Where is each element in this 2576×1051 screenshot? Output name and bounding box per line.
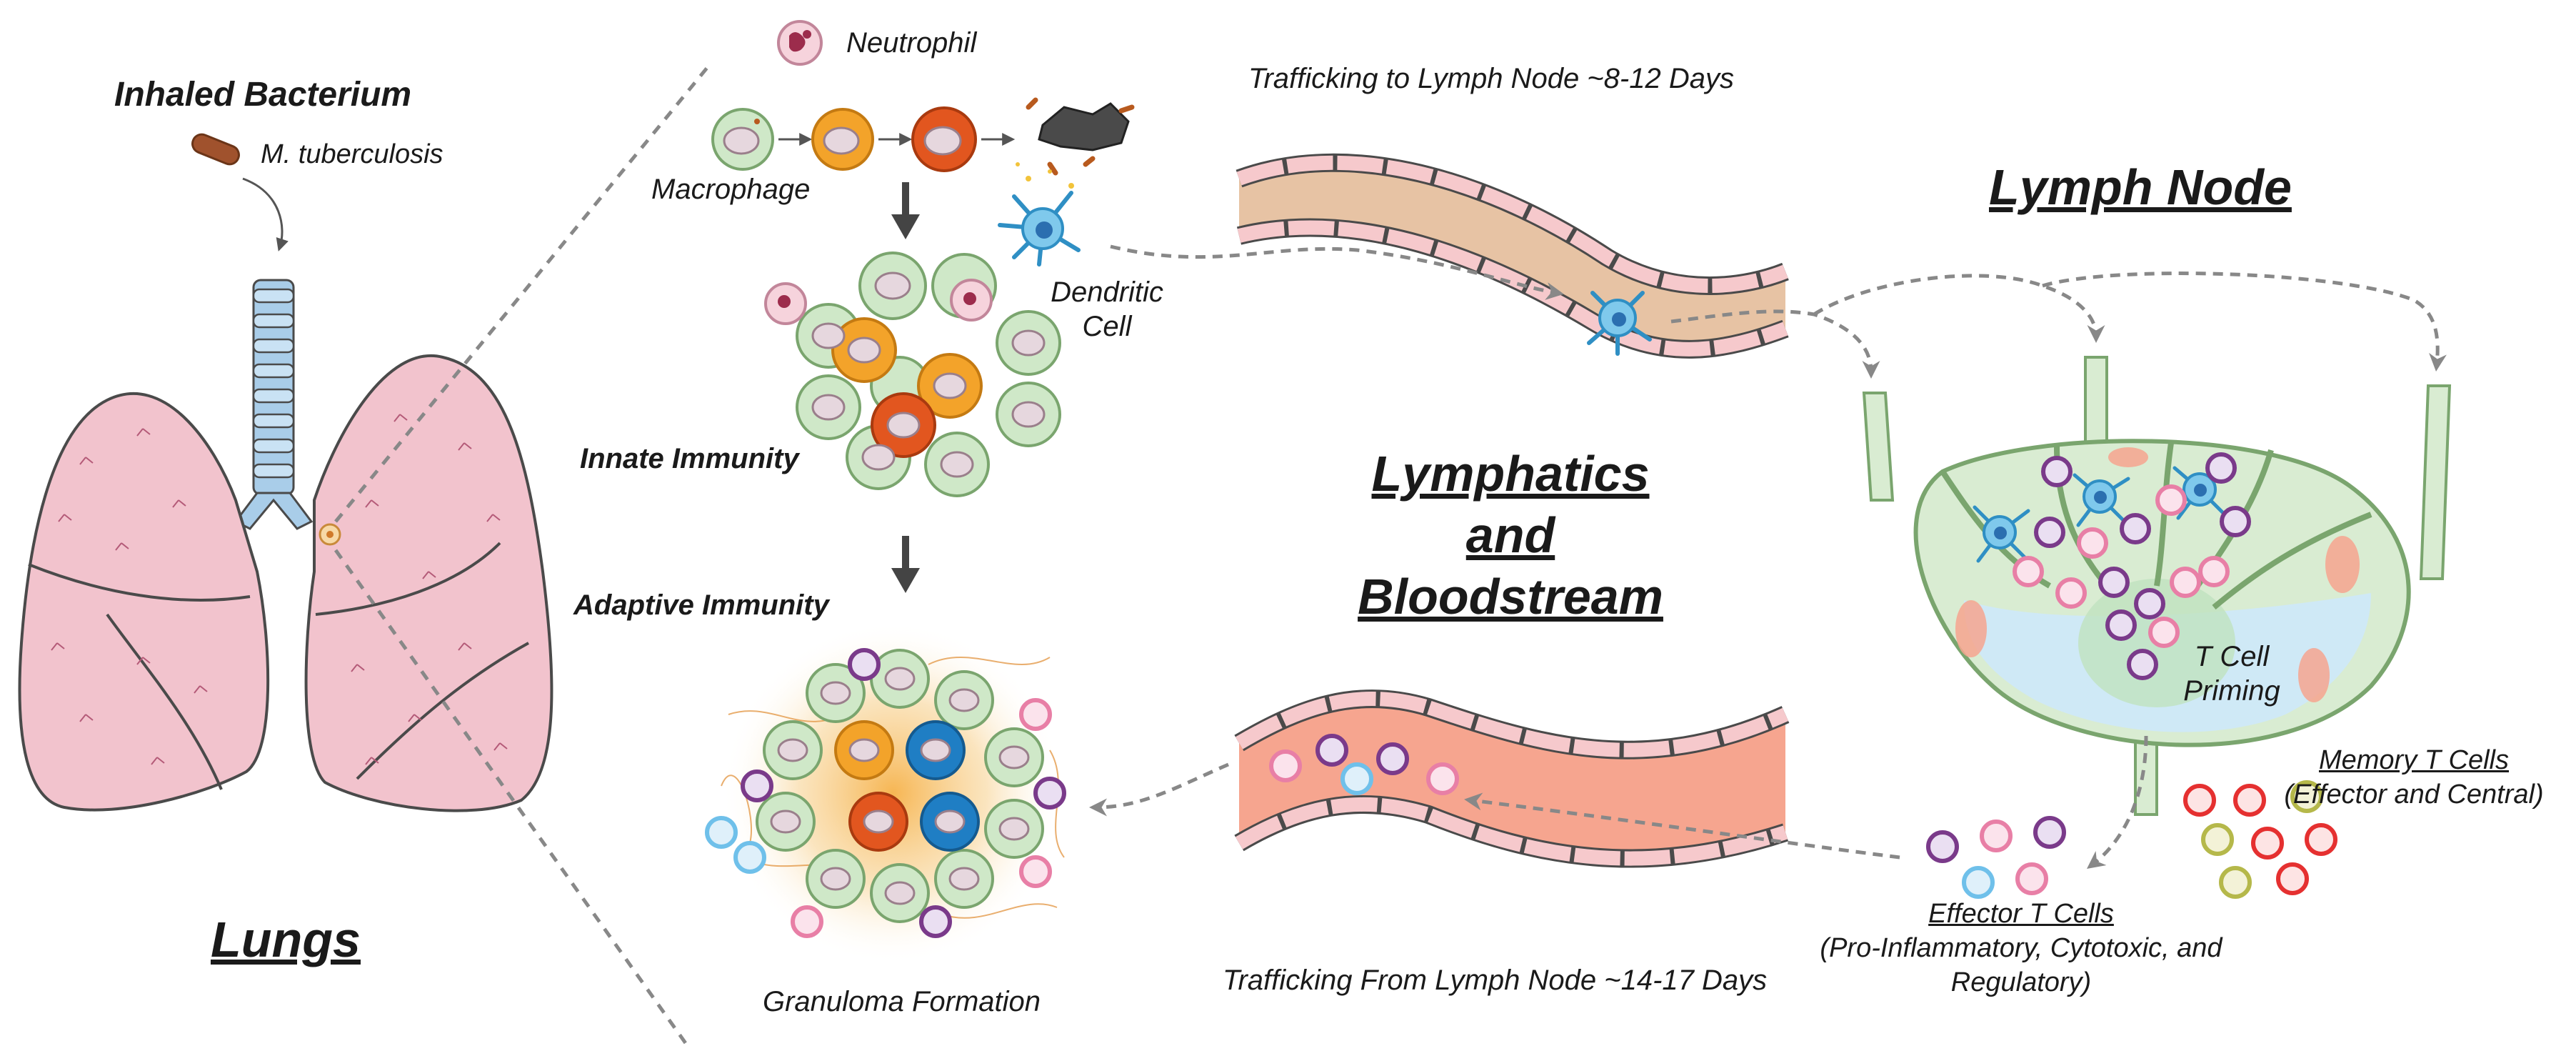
arrow-effector-to-vessel [1464,792,1900,860]
innate-immunity-label: Innate Immunity [580,443,799,474]
priming-line1: T Cell [2194,641,2270,672]
neutrophil-label: Neutrophil [846,27,977,59]
memory-subtitle: (Effector and Central) [2284,779,2544,810]
upper-trafficking-label: Trafficking to Lymph Node ~8-12 Days [1248,63,1734,94]
zoom-line-upper [334,66,708,523]
lower-vessel-icon [1234,689,1790,868]
memory-t-cells-icon [2183,780,2337,899]
center-title: Lymphatics and Bloodstream [1271,443,1750,627]
bacterium-icon [191,133,240,166]
upper-vessel-icon [1236,153,1789,359]
lungs-title: Lungs [211,912,361,967]
arrow-dc-to-vessel [1110,244,1564,300]
trafficking-arrows [1089,244,2447,870]
right-lung-icon [304,354,553,812]
lower-trafficking-label: Trafficking From Lymph Node ~14-17 Days [1223,965,1768,996]
zoom-line-lower [334,549,688,1045]
immune-panel [705,20,1135,965]
effector-subtitle-line2: Regulatory) [1950,967,2092,997]
memory-t-cells-label: Memory T Cells (Effector and Central) [2264,743,2564,812]
effector-t-cells-label: Effector T Cells (Pro-Inflammatory, Cyto… [1793,897,2250,1000]
arrow-vessel-to-granuloma [1089,762,1229,817]
arrow-node-to-effector [2087,735,2148,870]
granuloma-label: Granuloma Formation [763,986,1041,1017]
center-title-line1: Lymphatics [1371,446,1650,502]
center-title-line2: and [1465,507,1555,563]
dendritic-label-line1: Dendritic [1051,277,1163,308]
trachea-icon [234,279,314,530]
effector-title: Effector T Cells [1928,899,2114,929]
dendritic-cell-icon [998,162,1081,267]
necrotic-cell-icon [1038,102,1130,151]
arrow-vessel-to-node [1670,309,1880,379]
priming-line2: Priming [2183,675,2280,707]
effector-subtitle-line1: (Pro-Inflammatory, Cytotoxic, and [1820,933,2222,963]
t-cell-priming-label: T Cell Priming [2171,639,2292,708]
dendritic-label-line2: Cell [1082,311,1132,342]
effector-t-cells-icon [1926,816,2066,899]
lymph-node-icon [1862,356,2452,816]
alveoli-texture [51,414,508,765]
inhaled-bacterium-title: Inhaled Bacterium [114,76,412,114]
memory-title: Memory T Cells [2318,745,2510,775]
left-lung-icon [18,392,270,812]
bacterium-label: M. tuberculosis [261,139,443,169]
macrophage-label: Macrophage [651,174,811,205]
granuloma-icon [705,622,1066,965]
dendritic-cell-label: Dendritic Cell [1050,275,1164,344]
adaptive-immunity-label: Adaptive Immunity [573,589,829,621]
inhale-arrow [242,177,289,251]
center-title-line3: Bloodstream [1358,569,1663,624]
neutrophil-icon [777,20,823,66]
lungs-panel [18,133,553,812]
macrophage-sequence [711,97,1135,176]
innate-cluster-icon [764,251,1061,497]
lymph-node-title: Lymph Node [1989,159,2292,215]
